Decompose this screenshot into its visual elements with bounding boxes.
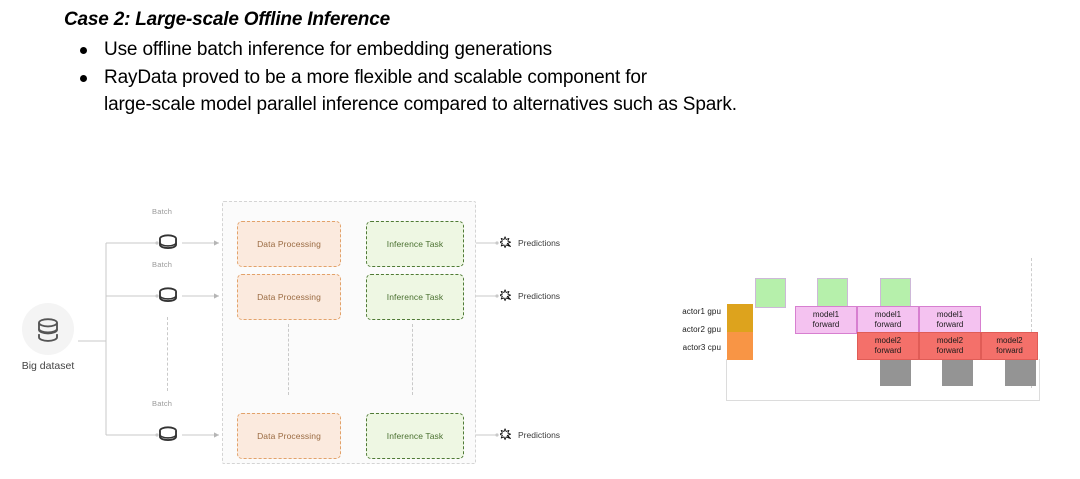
actor-pipeline-timeline-diagram: actor1 gpu actor2 gpu actor3 cpu model1 … (660, 258, 1060, 403)
batch-label: Batch (152, 207, 173, 216)
database-cylinder-icon (159, 426, 177, 442)
model2-forward-block: model2 forward (981, 332, 1038, 360)
actor-label-3: actor3 cpu (682, 343, 721, 352)
predictions-label: Predictions (518, 237, 561, 248)
list-item: Use offline batch inference for embeddin… (64, 36, 964, 63)
timeline-right-boundary (1031, 258, 1032, 388)
gray-task-block (1005, 360, 1036, 386)
database-icon (38, 318, 58, 342)
database-cylinder-icon (159, 287, 177, 303)
processing-ellipsis (288, 324, 289, 395)
gray-task-block (942, 360, 973, 386)
model2-forward-label: model2 forward (936, 336, 964, 355)
big-dataset-glow (22, 303, 74, 355)
offline-inference-pipeline-diagram: Big dataset (0, 185, 590, 479)
list-item: RayData proved to be a more flexible and… (64, 64, 964, 118)
inference-task-box[interactable]: Inference Task (366, 274, 464, 320)
batch-label: Batch (152, 399, 173, 408)
green-task-block (755, 278, 786, 308)
predictions-output: Predictions (500, 428, 560, 441)
model1-forward-block: model1 forward (857, 306, 919, 334)
model1-forward-label: model1 forward (812, 310, 840, 329)
actor-label-1: actor1 gpu (682, 307, 721, 316)
inference-task-box[interactable]: Inference Task (366, 413, 464, 459)
model2-forward-label: model2 forward (874, 336, 902, 355)
data-processing-box[interactable]: Data Processing (237, 413, 341, 459)
predictions-label: Predictions (518, 429, 561, 440)
big-dataset-label: Big dataset (21, 360, 75, 372)
green-task-block (817, 278, 848, 308)
model1-forward-block: model1 forward (919, 306, 981, 334)
predictions-output: Predictions (500, 236, 560, 249)
bullet-line: RayData proved to be a more flexible and… (104, 67, 647, 88)
bullet-line: Use offline batch inference for embeddin… (104, 39, 552, 60)
batch-ellipsis (167, 317, 168, 391)
model2-forward-block: model2 forward (919, 332, 981, 360)
green-task-block (880, 278, 911, 308)
actor1-gpu-swatch (727, 304, 753, 332)
bullet-line: large-scale model parallel inference com… (104, 94, 737, 115)
bullet-dot-icon (80, 75, 87, 82)
bullet-dot-icon (80, 47, 87, 54)
predictions-output: Predictions (500, 289, 560, 302)
model1-forward-label: model1 forward (936, 310, 964, 329)
model1-forward-label: model1 forward (874, 310, 902, 329)
data-processing-box[interactable]: Data Processing (237, 274, 341, 320)
actor-label-2: actor2 gpu (682, 325, 721, 334)
sparkle-cursor-icon (500, 289, 512, 302)
model1-forward-block: model1 forward (795, 306, 857, 334)
inference-ellipsis (412, 324, 413, 395)
model2-forward-label: model2 forward (996, 336, 1023, 355)
database-cylinder-icon (159, 234, 177, 250)
bullet-list: Use offline batch inference for embeddin… (64, 36, 964, 118)
data-processing-box[interactable]: Data Processing (237, 221, 341, 267)
actor2-gpu-swatch (727, 332, 753, 360)
batch-label: Batch (152, 260, 173, 269)
timeline-axis-frame (726, 359, 1040, 401)
predictions-label: Predictions (518, 290, 561, 301)
sparkle-cursor-icon (500, 428, 512, 441)
sparkle-cursor-icon (500, 236, 512, 249)
page-title: Case 2: Large-scale Offline Inference (64, 9, 390, 30)
slide-text-block: Case 2: Large-scale Offline Inference Us… (64, 8, 964, 119)
model2-forward-block: model2 forward (857, 332, 919, 360)
gray-task-block (880, 360, 911, 386)
inference-task-box[interactable]: Inference Task (366, 221, 464, 267)
